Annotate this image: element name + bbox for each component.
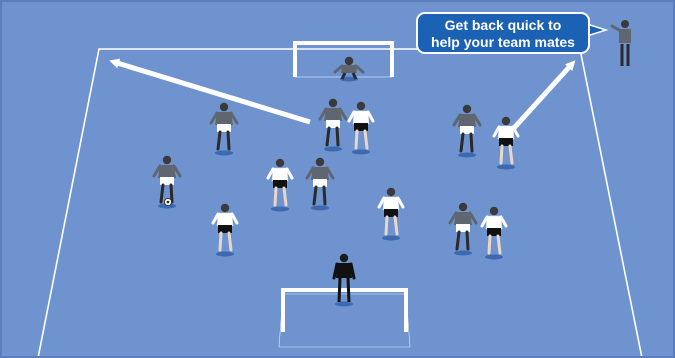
run-arrow-left [114,62,310,122]
light-player-5 [213,204,237,257]
run-arrow-right [514,64,572,128]
callout-line-2: help your team mates [418,34,588,51]
ball [164,198,171,205]
dark-player-2 [320,99,346,152]
light-player-3 [268,159,292,212]
dark-player-4 [307,158,333,211]
dark-player-6 [450,203,476,256]
light-player-4 [379,188,403,241]
light-player-6 [482,207,506,260]
goalkeeper-bottom [334,254,354,307]
coaching-callout: Get back quick to help your team mates [416,12,590,54]
coach-player [612,20,631,66]
bottom-goal [279,290,410,347]
goalkeeper-top [335,57,363,82]
dark-player-1 [211,103,237,156]
pitch-lines [38,49,642,358]
light-player-1 [349,102,373,155]
callout-line-1: Get back quick to [418,17,588,34]
dark-player-5 [454,105,480,158]
